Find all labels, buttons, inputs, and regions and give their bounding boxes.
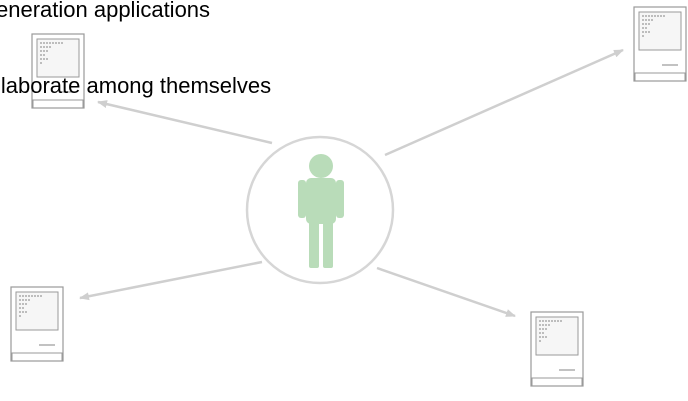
- arrow-top-left: [97, 100, 273, 145]
- computer-icon-top-right: [633, 6, 687, 82]
- computer-icon-bottom-left: [10, 286, 64, 362]
- arrow-bottom-left: [79, 260, 263, 301]
- arrow-top-right: [384, 48, 624, 157]
- person-icon: [298, 154, 344, 268]
- caption-line-2: llaborate among themselves: [0, 73, 272, 98]
- computer-icon-bottom-right: [530, 311, 584, 387]
- caption-line-1: eneration applications: [0, 0, 211, 22]
- arrow-bottom-right: [376, 266, 516, 318]
